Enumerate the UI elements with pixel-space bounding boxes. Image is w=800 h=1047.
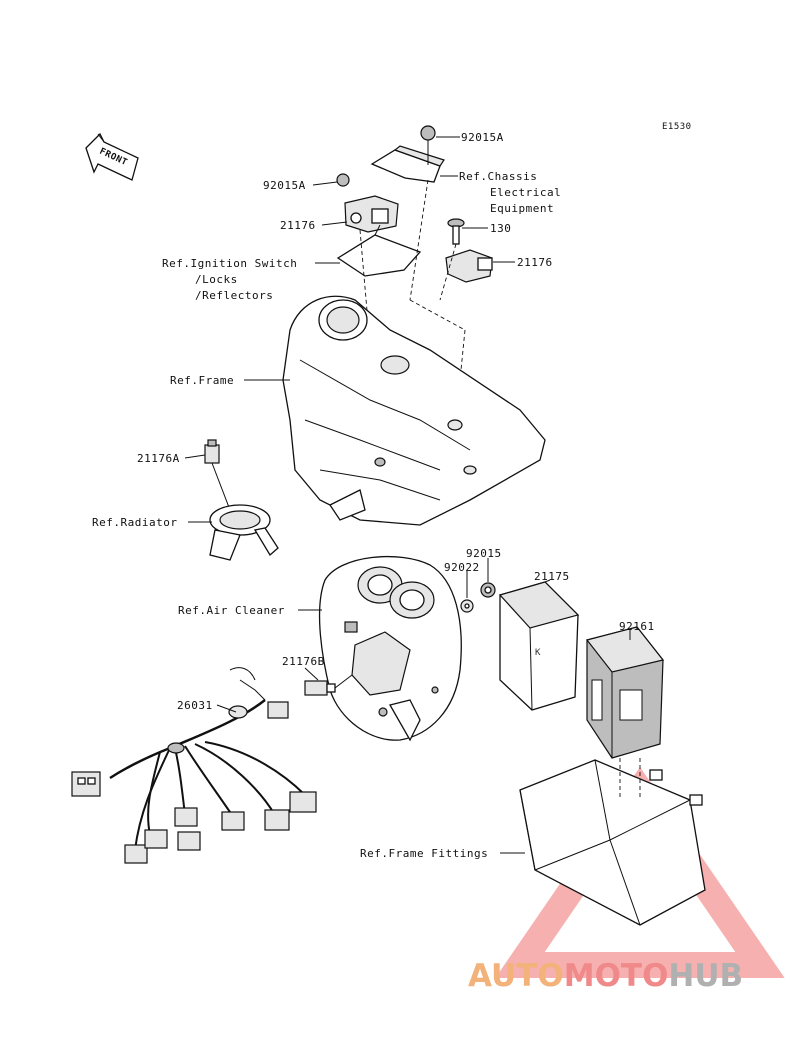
ignition-bracket xyxy=(336,224,422,277)
label-ref-frame-fittings: Ref.Frame Fittings xyxy=(360,847,488,860)
label-130: 130 xyxy=(490,222,511,235)
watermark-moto: MOTO xyxy=(563,958,669,994)
label-92015a-left: 92015A xyxy=(263,179,306,192)
washers xyxy=(460,582,496,613)
label-21176a: 21176A xyxy=(137,452,180,465)
label-26031: 26031 xyxy=(177,699,213,712)
sensor-21176b xyxy=(304,674,353,696)
label-ref-chassis-3: Equipment xyxy=(490,202,554,215)
label-21176-left: 21176 xyxy=(280,219,316,232)
label-ref-chassis-1: Ref.Chassis xyxy=(459,170,537,183)
label-92161: 92161 xyxy=(619,620,655,633)
label-ref-ignition-3: /Reflectors xyxy=(195,289,273,302)
sensor-21176a xyxy=(204,439,231,511)
frame xyxy=(282,295,546,526)
front-arrow-icon: FRONT xyxy=(85,132,139,181)
ecu-21175: K xyxy=(498,581,580,711)
label-21176-right: 21176 xyxy=(517,256,553,269)
diagram-code: E1530 xyxy=(662,122,692,132)
label-ref-air-cleaner: Ref.Air Cleaner xyxy=(178,604,285,617)
watermark-logo: AUTOMOTOHUB xyxy=(468,958,798,1008)
frame-fittings-tray xyxy=(519,758,706,926)
watermark-auto: AUTO xyxy=(468,958,564,994)
air-cleaner-plate xyxy=(318,556,462,742)
label-92015a-top: 92015A xyxy=(461,131,504,144)
label-ref-frame: Ref.Frame xyxy=(170,374,234,387)
label-21175: 21175 xyxy=(534,570,570,583)
watermark-hub: HUB xyxy=(668,958,744,994)
label-92015: 92015 xyxy=(466,547,502,560)
radiator-housing xyxy=(209,504,279,561)
wiring-harness xyxy=(71,667,317,864)
sensor-21176-left xyxy=(336,173,399,233)
label-21176b: 21176B xyxy=(282,655,325,668)
sensor-21176-right xyxy=(445,249,493,283)
chassis-bracket xyxy=(370,125,445,183)
bolt-130 xyxy=(447,218,465,245)
label-ref-radiator: Ref.Radiator xyxy=(92,516,177,529)
label-ref-ignition-1: Ref.Ignition Switch xyxy=(162,257,297,270)
ecu-case-92161 xyxy=(585,626,665,759)
label-ref-ignition-2: /Locks xyxy=(195,273,238,286)
label-ref-chassis-2: Electrical xyxy=(490,186,561,199)
svg-text:K: K xyxy=(535,648,541,658)
label-92022: 92022 xyxy=(444,561,480,574)
